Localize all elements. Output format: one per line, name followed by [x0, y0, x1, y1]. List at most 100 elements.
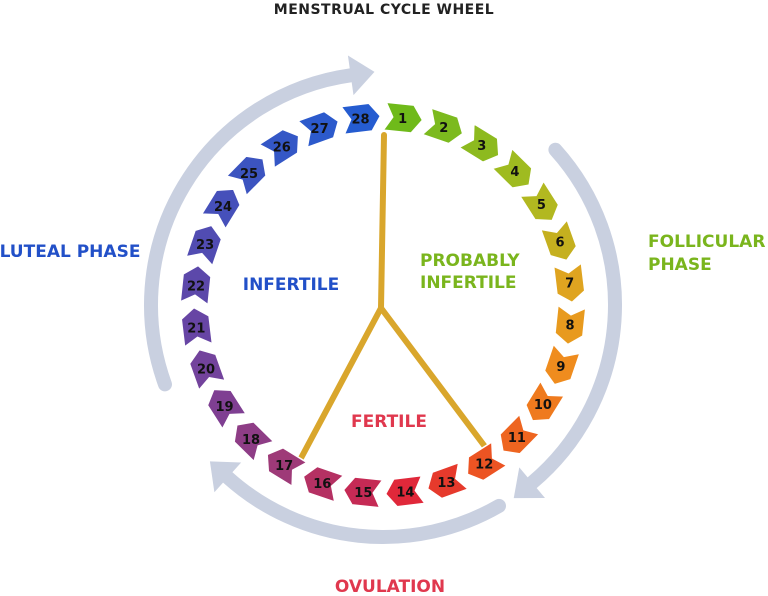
day-shape — [381, 101, 424, 134]
diagram-title: MENSTRUAL CYCLE WHEEL — [274, 2, 494, 18]
day-number: 16 — [313, 477, 331, 492]
day-shape — [339, 102, 382, 136]
day-number: 3 — [477, 139, 486, 154]
probably-infertile-label-line1: PROBABLY — [420, 251, 520, 271]
day-segment-25 — [225, 155, 267, 198]
cycle-arrows — [144, 55, 622, 544]
day-segment-12 — [466, 440, 509, 482]
day-number: 22 — [187, 279, 205, 294]
day-segment-4 — [490, 147, 533, 189]
day-segment-28 — [339, 102, 382, 136]
luteal-arrow-head — [347, 55, 375, 96]
day-number: 26 — [273, 141, 291, 156]
day-segments: 1234567891011121314151617181920212223242… — [179, 101, 587, 509]
day-shape — [466, 440, 509, 482]
day-shape — [206, 388, 248, 431]
day-shape — [420, 106, 464, 145]
day-segment-20 — [188, 348, 227, 392]
fertile-region-label: FERTILE — [351, 412, 427, 432]
day-shape — [225, 155, 267, 198]
day-number: 25 — [240, 167, 258, 182]
day-shape — [233, 421, 276, 463]
day-shape — [296, 110, 340, 149]
day-shape — [457, 122, 500, 164]
day-shape — [543, 342, 582, 386]
ovulation-label: OVULATION — [335, 577, 445, 596]
follicular-arrow-head — [513, 467, 545, 499]
day-number: 8 — [565, 319, 574, 334]
day-shape — [426, 461, 470, 500]
day-segment-9 — [543, 342, 582, 386]
ovulation-arrow-head — [209, 461, 242, 493]
day-segment-3 — [457, 122, 500, 164]
day-number: 19 — [216, 400, 234, 415]
day-number: 9 — [556, 360, 565, 375]
day-segment-5 — [518, 179, 560, 222]
day-number: 5 — [537, 198, 546, 213]
day-segment-8 — [554, 303, 587, 346]
day-segment-27 — [296, 110, 340, 149]
day-shape — [200, 188, 242, 231]
day-shape — [180, 306, 214, 349]
day-segment-19 — [206, 388, 248, 431]
day-shape — [302, 465, 346, 504]
day-number: 27 — [311, 122, 329, 137]
day-segment-23 — [184, 224, 223, 268]
day-number: 12 — [475, 457, 493, 472]
day-number: 4 — [510, 165, 519, 180]
day-shape — [554, 303, 587, 346]
day-number: 6 — [555, 236, 564, 251]
day-shape — [490, 147, 533, 189]
day-shape — [518, 179, 560, 222]
day-segment-18 — [233, 421, 276, 463]
day-number: 13 — [437, 476, 455, 491]
day-segment-10 — [524, 379, 566, 422]
day-shape — [552, 261, 586, 304]
phase-dividers — [297, 132, 489, 463]
day-shape — [266, 446, 309, 488]
day-segment-11 — [499, 412, 541, 455]
day-shape — [384, 474, 427, 508]
day-number: 15 — [354, 486, 372, 501]
day-shape — [524, 379, 566, 422]
day-number: 14 — [396, 486, 414, 501]
day-shape — [257, 128, 300, 170]
day-number: 23 — [196, 238, 214, 253]
luteal-arrow — [144, 68, 358, 392]
day-segment-26 — [257, 128, 300, 170]
infertile-region-label: INFERTILE — [243, 275, 339, 295]
follicular-phase-label-line2: PHASE — [648, 255, 712, 275]
luteal-phase-label: LUTEAL PHASE — [0, 242, 140, 262]
divider-line-1 — [378, 132, 387, 311]
day-number: 17 — [275, 459, 293, 474]
day-segment-21 — [180, 306, 214, 349]
day-number: 21 — [187, 321, 205, 336]
day-shape — [184, 224, 223, 268]
day-number: 7 — [565, 277, 574, 292]
day-segment-7 — [552, 261, 586, 304]
day-segment-6 — [539, 218, 578, 262]
day-shape — [342, 476, 385, 509]
divider-line-3 — [378, 305, 489, 451]
day-segment-2 — [420, 106, 464, 145]
follicular-phase-label-line1: FOLLICULAR — [648, 232, 765, 252]
day-shape — [179, 264, 212, 307]
day-shape — [539, 218, 578, 262]
day-number: 18 — [242, 433, 260, 448]
day-number: 10 — [534, 398, 552, 413]
probably-infertile-label-line2: INFERTILE — [420, 273, 516, 293]
day-segment-1 — [381, 101, 424, 134]
divider-line-2 — [297, 305, 384, 463]
day-shape — [499, 412, 541, 455]
day-segment-24 — [200, 188, 242, 231]
day-segment-22 — [179, 264, 212, 307]
day-segment-16 — [302, 465, 346, 504]
follicular-arrow — [525, 142, 622, 490]
day-number: 20 — [197, 362, 215, 377]
day-segment-13 — [426, 461, 470, 500]
day-number: 2 — [439, 121, 448, 136]
day-shape — [188, 348, 227, 392]
day-number: 1 — [398, 112, 407, 127]
day-segment-15 — [342, 476, 385, 509]
